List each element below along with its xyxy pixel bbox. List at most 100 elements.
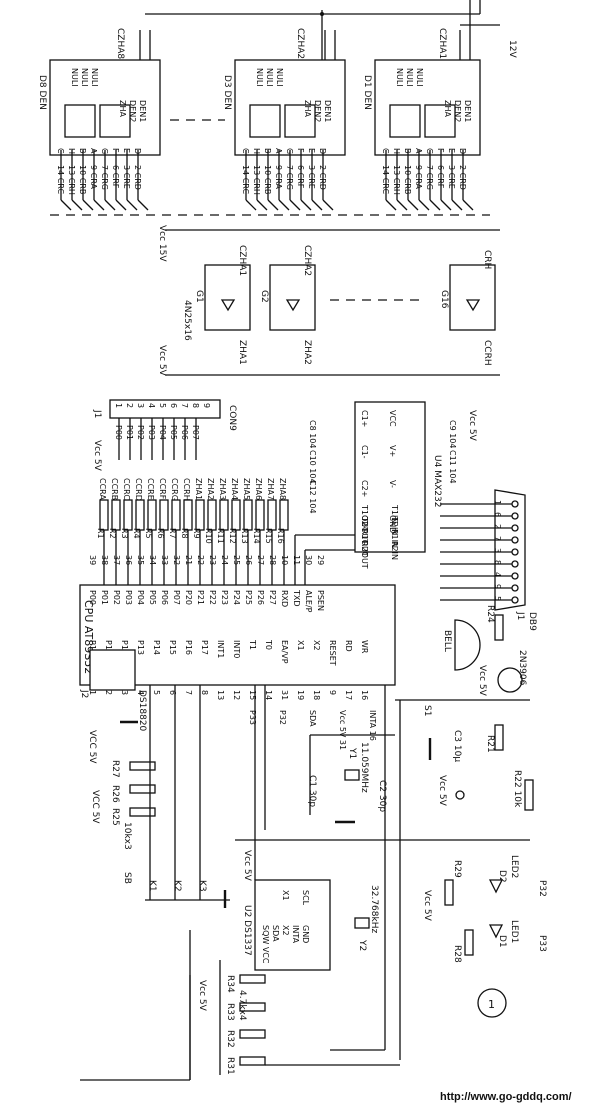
resistor-label: R9 — [192, 528, 201, 539]
cpu-pin-number: 7 — [184, 690, 193, 695]
db9-pin — [511, 548, 519, 556]
cpu-pin-number: 13 — [216, 690, 225, 700]
opto-g1-label: G1 — [194, 290, 204, 303]
resistor-label: R5 — [144, 528, 153, 539]
cpu-pin-number: 31 — [280, 690, 289, 700]
cpu-pin-label: P14 — [152, 640, 161, 655]
cpu-pin-label: RD — [344, 640, 353, 652]
db9-pin — [511, 536, 519, 544]
cpu-pin-label: ALE/P — [304, 590, 313, 613]
reset-s1: S1 — [422, 705, 432, 716]
display-modules: 12V D8 DEN CZHA8 ZHA DEN2 DEN1 NULI NULI… — [37, 0, 517, 216]
cpu-pin-number: 29 — [316, 555, 325, 565]
cpu-pin-number: 8 — [200, 690, 209, 695]
led-led2: LED2 — [509, 855, 519, 878]
transistor-2n3906 — [497, 667, 523, 693]
j1-pin-number: 4 — [147, 403, 156, 408]
cpu-pin-label: P20 — [184, 590, 193, 605]
j1-pin-number: 2 — [125, 403, 134, 408]
cpu-pin-label: P10 — [88, 640, 97, 655]
cpu-pin-number: 27 — [256, 555, 265, 565]
cpu-pin-label: PSEN — [316, 590, 325, 611]
resistor-label: R16 — [276, 528, 285, 544]
db9-pin-number: 5 — [493, 596, 502, 601]
led1-icon — [488, 924, 504, 939]
cpu-pin-number: 12 — [232, 690, 241, 700]
max232-vcc: Vcc 5V — [467, 410, 477, 442]
pullup-resistors: Vcc 5V R34 R33 R32 R31 4.7kx4 — [189, 960, 266, 1080]
j1-type: CON9 — [227, 405, 237, 431]
resistor-label: R10 — [204, 528, 213, 544]
db9-pin — [511, 560, 519, 568]
display-d8-name: D8 DEN — [37, 75, 47, 110]
cpu-pin-number: 32 — [172, 555, 181, 565]
resistor-net: ZHA2 — [206, 478, 215, 500]
cpu-pin-label: INT1 — [216, 640, 225, 658]
key-r27: R27 — [110, 760, 120, 778]
opto-g1-in: ZHA1 — [237, 340, 247, 365]
reset-circuit: S1 C3 10μ R22 10k Vcc 5V — [422, 705, 534, 811]
ds18820-body — [89, 649, 136, 691]
cpu-pin-label: WR — [360, 640, 369, 654]
cpu-pin-number: 37 — [112, 555, 121, 565]
resistor-label: R6 — [156, 528, 165, 539]
j1-vcc: Vcc 5V — [92, 440, 102, 472]
led-vcc: Vcc 5V — [422, 890, 432, 922]
resistor-r15 — [267, 499, 277, 531]
resistor-net: ZHA1 — [194, 478, 203, 500]
cpu-pin-label: X2 — [312, 640, 321, 651]
display-d8-zha: ZHA — [118, 100, 127, 117]
resistor-net: ZHA7 — [266, 478, 275, 500]
max232-pin-top: C1- — [360, 445, 369, 459]
db9-pin-number: 6 — [493, 512, 502, 517]
crystal-freq: 11.059MHz — [359, 742, 369, 793]
resistor-net: CCRD — [134, 478, 143, 501]
cpu-pin-number: 34 — [148, 555, 157, 565]
resistor-r9 — [195, 499, 205, 531]
resistor-r3 — [123, 499, 133, 531]
supply-12v-label: 12V — [507, 40, 517, 58]
pullup-r33: R33 — [225, 1003, 235, 1021]
cpu-pin-label: P23 — [220, 590, 229, 605]
display-d3-zha: ZHA — [303, 100, 312, 117]
opto-g16-out: CRH — [482, 250, 492, 269]
key-k3: K3 — [197, 880, 207, 892]
cpu-pin-label: P24 — [232, 590, 241, 605]
rtc-pin-x1: X1 — [281, 890, 290, 901]
max232-pin-top: GND — [388, 515, 397, 533]
bell-vcc: Vcc 5V — [477, 665, 487, 697]
resistor-label: R12 — [228, 528, 237, 544]
db9-body — [494, 489, 526, 611]
db9-pin-number: 3 — [493, 548, 502, 553]
display-d1-den2: DEN2 — [453, 100, 462, 122]
max232-capacitor: C9 104 — [448, 420, 457, 449]
cpu-pin-label: P17 — [200, 640, 209, 655]
cpu-pin-label: P25 — [244, 590, 253, 605]
cpu-pin-label: T1 — [248, 639, 257, 650]
db9-pin — [511, 596, 519, 604]
ds18820-vcc: VCC 5V — [87, 730, 97, 764]
resistor-net: ZHA8 — [278, 478, 287, 500]
display-d8-den1: DEN1 — [138, 100, 147, 122]
reset-vcc: Vcc 5V — [437, 775, 447, 807]
display-d1-den1: DEN1 — [463, 100, 472, 122]
db9-pin-number: 4 — [493, 572, 502, 577]
cpu-pin-number: 24 — [220, 555, 229, 565]
cpu-pin-label: P02 — [112, 590, 121, 605]
cpu-pin-number: 25 — [232, 555, 241, 565]
cpu-pin-number: 17 — [344, 690, 353, 700]
max232-pin-top: C2+ — [360, 480, 369, 497]
max232-pin-top: V- — [388, 480, 397, 488]
opto-g2-out: CZHA2 — [302, 245, 312, 276]
led-p33: P33 — [537, 935, 547, 952]
max232-name: U4 MAX232 — [432, 455, 442, 507]
rtc-pin-sda: SDA — [271, 925, 280, 942]
cpu-pin-number: 6 — [168, 690, 177, 695]
cpu-pin-number: 14 — [264, 690, 273, 700]
cpu-pin-label: P16 — [184, 640, 193, 655]
resistor-r14 — [255, 499, 265, 531]
resistor-r8 — [183, 499, 193, 531]
